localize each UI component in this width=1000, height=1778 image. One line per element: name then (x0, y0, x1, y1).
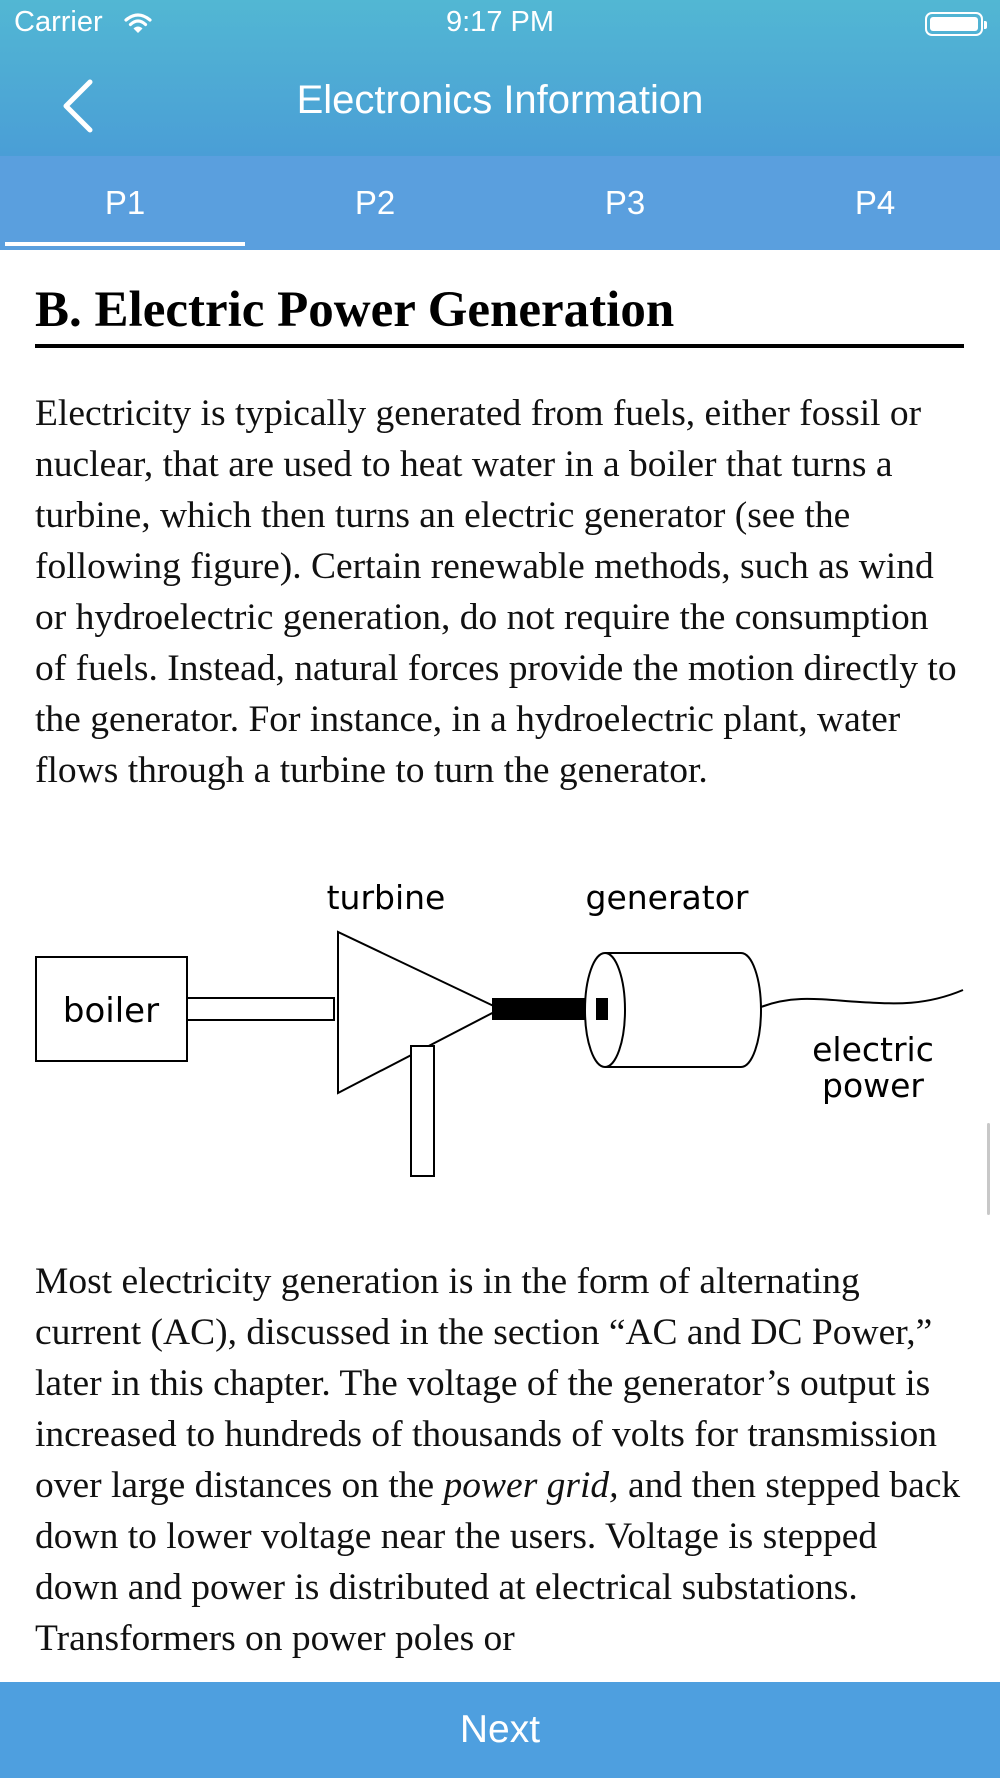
chevron-left-icon[interactable] (56, 76, 106, 136)
article-content[interactable]: B. Electric Power Generation Electricity… (0, 250, 1000, 1682)
boiler-label: boiler (63, 991, 159, 1031)
drive-shaft (492, 998, 604, 1020)
next-button[interactable]: Next (0, 1682, 1000, 1778)
steam-pipe (186, 997, 335, 1021)
scrollbar[interactable] (987, 1123, 990, 1215)
paragraph-ac-part2: and then stepped back down to lower volt… (35, 1465, 961, 1659)
paragraph-intro: Electricity is typically generated from … (35, 393, 957, 791)
status-time: 9:17 PM (446, 6, 554, 38)
article-heading: B. Electric Power Generation (35, 282, 964, 349)
tab-p4[interactable]: P4 (854, 184, 896, 221)
paragraph-ac: Most electricity generation is in the fo… (35, 1256, 965, 1664)
tab-bar: P1 P2 P3 P4 (0, 156, 1000, 250)
paragraph-ac-part1: Most electricity generation is in the fo… (35, 1261, 937, 1506)
generator-label: generator (586, 878, 749, 917)
electric-label: electric (812, 1030, 934, 1069)
power-generation-diagram: boiler turbine generator electric power (35, 878, 964, 1177)
battery-icon (925, 12, 987, 36)
power-grid-term: power grid, (443, 1465, 619, 1506)
power-wire (760, 989, 964, 1008)
nav-bar: Carrier 9:17 PM Electronics Information (0, 0, 1000, 156)
generator-cylinder (605, 952, 762, 1068)
shaft-end (596, 998, 608, 1020)
carrier-label: Carrier (14, 6, 103, 38)
turbine-label: turbine (327, 878, 446, 917)
power-label: power (822, 1066, 924, 1105)
wifi-icon (124, 13, 152, 33)
tab-p2[interactable]: P2 (354, 184, 396, 221)
tab-p3[interactable]: P3 (604, 184, 646, 221)
tab-p1[interactable]: P1 (0, 156, 250, 250)
boiler-box (35, 956, 188, 1062)
page-title: Electronics Information (296, 78, 704, 122)
turbine-outlet (410, 1045, 435, 1177)
